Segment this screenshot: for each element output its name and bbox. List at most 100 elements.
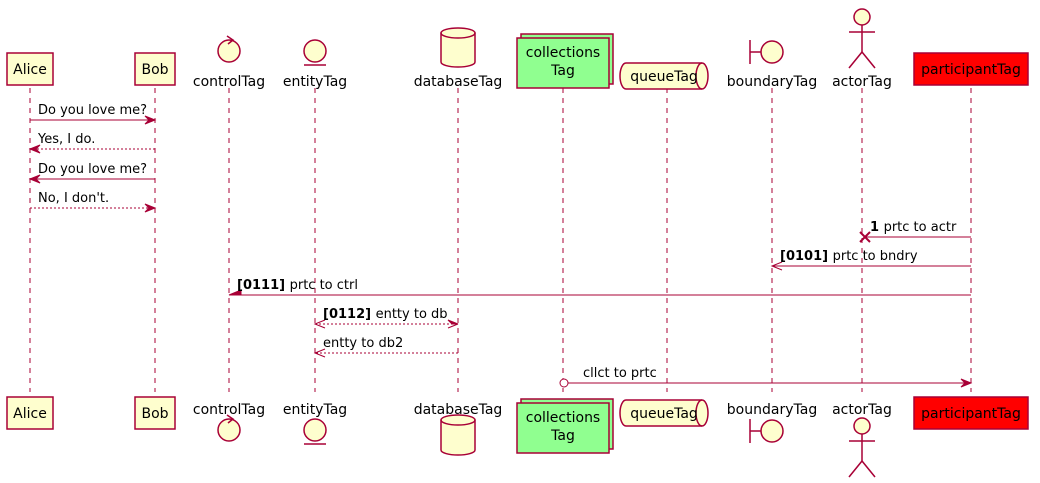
control-icon [217,418,241,442]
participant-controltag-label: controlTag [193,402,265,418]
message-label: No, I don't. [38,191,109,206]
message-number: [0111] [237,278,290,293]
message-number: 1 [870,220,884,235]
control-icon [217,39,241,63]
participant-collections-label-1: collections [526,410,600,426]
arrowhead-circle [559,378,569,388]
message-3: Do you love me? [28,162,155,184]
message-label: [0112] entty to db [323,307,448,322]
collections-box [516,402,610,454]
message-5: 1 prtc to actr [859,220,971,243]
message-2: Yes, I do. [28,132,155,154]
message-9: entty to db2 [313,336,458,358]
participant-alice-box [6,396,54,430]
participant-databasetag-label: databaseTag [414,402,503,418]
arrowhead-open [770,261,783,271]
participant-participanttag-box [913,52,1029,86]
message-text: cllct to prtc [583,366,657,381]
messages: Do you love me? Yes, I do. Do you love me?… [28,103,973,388]
participant-boundarytag-top: boundaryTag [727,40,817,90]
participant-boundarytag-bottom: boundaryTag [727,402,817,443]
boundary-icon [760,419,784,443]
participant-controltag-bottom: controlTag [193,402,265,442]
control-arrow-icon [226,414,235,424]
message-text: Do you love me? [38,103,147,118]
participant-entitytag-label: entityTag [283,74,347,90]
participant-bob-top: Bob [134,52,176,86]
database-icon [440,414,476,456]
participant-queuetag-label: queueTag [630,69,698,85]
participant-collections-label-2: Tag [550,428,575,444]
message-text: Do you love me? [38,162,147,177]
queue-rim [695,399,703,427]
participant-participanttag-bottom: participantTag [913,396,1029,430]
message-10: cllct to prtc [559,366,973,388]
participant-collections-label-1: collections [526,45,600,61]
message-6: [0101] prtc to bndry [770,249,971,271]
participants-top: Alice Bob controlTag entityTag databaseTag co… [6,8,1029,90]
message-text: No, I don't. [38,191,109,206]
arrowhead [28,144,41,154]
message-1: Do you love me? [30,103,157,125]
participant-entitytag-bottom: entityTag [283,402,347,445]
participant-alice-label: Alice [13,406,47,422]
arrowhead-cross [859,231,871,243]
actor-icon [848,417,876,478]
participant-queuetag-label: queueTag [630,406,698,422]
participant-databasetag-label: databaseTag [414,74,503,90]
collections-box [516,37,610,89]
control-arrow-icon [226,35,235,45]
participant-collections-label-2: Tag [550,63,575,79]
lifelines [29,88,972,392]
participant-boundarytag-label: boundaryTag [727,74,817,90]
participant-bob-label: Bob [141,406,168,422]
arrowhead-open [313,348,326,358]
message-text: entty to db [376,307,448,322]
message-label: cllct to prtc [583,366,657,381]
arrowhead-half [228,289,242,296]
participant-actortag-label: actorTag [832,74,892,90]
actor-icon [848,8,876,69]
queue-rim [695,62,703,90]
participant-bob-bottom: Bob [134,396,176,430]
participant-entitytag-label: entityTag [283,402,347,418]
participant-alice-top: Alice [6,52,54,86]
message-text: entty to db2 [323,336,403,351]
participant-controltag-top: controlTag [193,35,265,90]
message-text: prtc to actr [884,220,957,235]
participant-alice-box [6,52,54,86]
participant-databasetag-bottom: databaseTag [414,402,503,456]
participant-alice-label: Alice [13,62,47,78]
message-4: No, I don't. [30,191,157,213]
participant-boundarytag-label: boundaryTag [727,402,817,418]
participant-participanttag-top: participantTag [913,52,1029,86]
message-label: [0111] prtc to ctrl [237,278,358,293]
message-label: Do you love me? [38,103,147,118]
entity-icon [303,418,327,442]
participants-bottom: Alice Bob controlTag entityTag databaseTag co… [6,396,1029,478]
arrowhead [144,203,157,213]
message-7: [0111] prtc to ctrl [228,278,971,296]
participant-participanttag-label: participantTag [921,406,1021,422]
message-number: [0112] [323,307,376,322]
arrowhead-half-top [447,319,459,325]
database-icon [440,27,476,68]
message-label: Yes, I do. [37,132,95,147]
participant-actortag-label: actorTag [832,402,892,418]
message-number: [0101] [780,249,833,264]
arrowhead [960,378,973,388]
message-text: Yes, I do. [37,132,95,147]
message-label: entty to db2 [323,336,403,351]
arrowhead-open [313,319,326,329]
participant-databasetag-top: databaseTag [414,27,503,90]
database-rim [440,419,476,426]
message-text: prtc to ctrl [290,278,358,293]
message-label: [0101] prtc to bndry [780,249,918,264]
participant-controltag-label: controlTag [193,74,265,90]
arrowhead [28,174,41,184]
arrowhead-half-bottom [447,323,459,329]
participant-entitytag-top: entityTag [283,39,347,90]
participant-alice-bottom: Alice [6,396,54,430]
